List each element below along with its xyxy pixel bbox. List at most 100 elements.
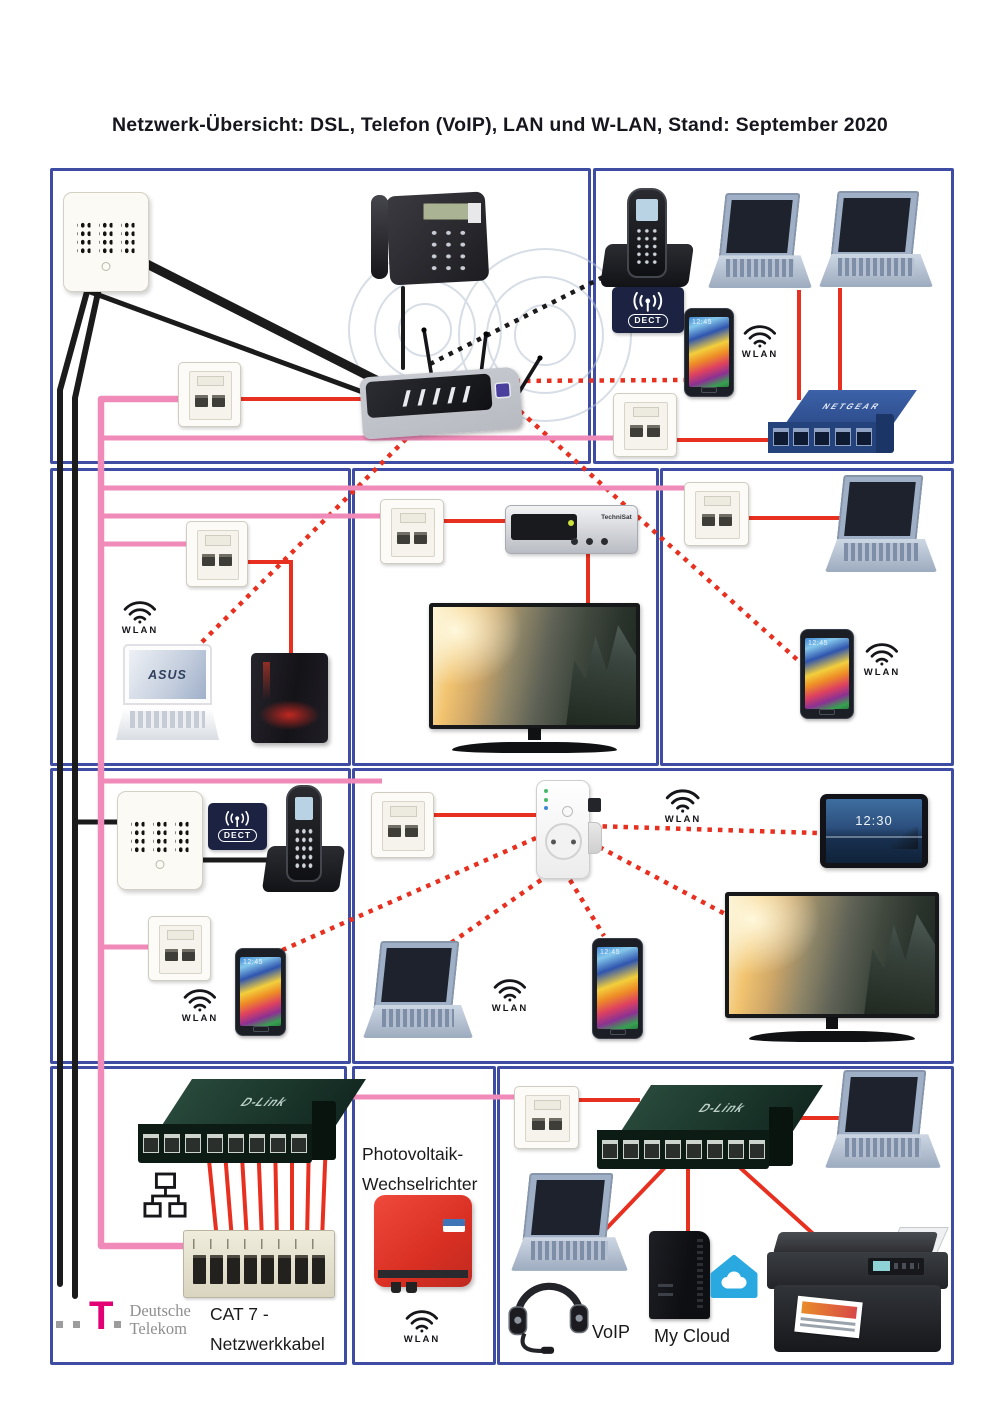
wlan-label: WLAN <box>741 349 779 361</box>
tv-screen <box>729 896 935 1014</box>
tae-screw <box>101 261 111 271</box>
wlan-indicator-phoneroom: WLAN <box>177 985 223 1030</box>
laptop-keyboard <box>825 538 937 572</box>
dect-cordless-phone-1 <box>599 188 695 290</box>
laptop-screen <box>718 193 800 259</box>
tae-wall-socket-main <box>63 192 149 292</box>
inverter-bottom-strip <box>377 1270 469 1278</box>
laptop-keyboard <box>708 255 812 289</box>
receiver-buttons <box>571 538 609 546</box>
netbook-keyboard <box>116 708 219 740</box>
printer-output-sheet <box>794 1295 863 1339</box>
wlan-indicator-repeater: WLAN <box>659 785 707 832</box>
repeater-body <box>536 780 590 879</box>
rj45-ports <box>397 531 427 544</box>
mycloud-label: My Cloud <box>654 1326 731 1346</box>
wifi-icon <box>183 989 217 1013</box>
analog-desk-phone <box>371 190 490 289</box>
netbook-screen: ASUS <box>123 644 212 706</box>
lan-wall-socket-voip <box>514 1086 579 1149</box>
dlink-switch-voip: D-Link <box>597 1085 823 1169</box>
laptop-keyboard <box>363 1004 473 1038</box>
network-topology-icon <box>143 1172 187 1220</box>
solar-inverter <box>374 1195 472 1294</box>
wlan-dsl-router <box>358 320 548 440</box>
desk-phone-display <box>423 202 476 220</box>
tv-frame <box>429 603 640 729</box>
dlink-side <box>769 1106 793 1166</box>
patch-panel <box>183 1230 335 1298</box>
printer-control-panel <box>868 1257 925 1275</box>
phone-clock: 12:45 <box>808 640 829 647</box>
laptop-voip-2 <box>511 1173 628 1275</box>
rj45-ports <box>701 514 732 527</box>
telekom-t-icon: T <box>89 1294 114 1338</box>
tae-screw <box>155 859 165 869</box>
photovoltaik-label: Photovoltaik- Wechselrichter <box>362 1144 478 1194</box>
wlan-label: WLAN <box>403 1334 441 1346</box>
dect-label: DECT <box>628 314 668 328</box>
cat7-cable-label: CAT 7 - Netzwerkkabel <box>210 1304 325 1354</box>
netgear-label: NETGEAR <box>785 390 917 423</box>
inverter-connector <box>390 1282 402 1294</box>
voip-headset <box>504 1260 594 1357</box>
lan-wall-socket-office <box>613 393 677 457</box>
patch-panel-numbers <box>193 1238 325 1250</box>
netgear-switch: NETGEAR <box>768 390 917 453</box>
rj45-ports <box>630 425 660 438</box>
smartphone-repeater-room: 12:45 <box>592 938 643 1039</box>
rj45-ports <box>194 394 225 407</box>
dlink-side <box>312 1100 336 1160</box>
laptop-office-2 <box>819 191 933 291</box>
dlink-ports <box>597 1129 770 1169</box>
rj45-ports <box>202 554 232 567</box>
laptop-room5 <box>825 475 937 576</box>
asus-netbook: ASUS <box>116 644 219 740</box>
tv-livingroom <box>429 603 640 753</box>
wlan-label: WLAN <box>863 667 901 679</box>
wifi-icon <box>123 601 157 625</box>
printer-buttons <box>894 1263 920 1270</box>
telekom-dots <box>56 1321 80 1328</box>
tv-screen <box>433 607 636 725</box>
voip-label: VoIP <box>592 1322 631 1342</box>
repeater-wall-plug <box>588 822 602 854</box>
patch-panel-ports <box>193 1254 325 1284</box>
android-tablet: 12:30 <box>820 794 928 868</box>
dect-cordless-phone-2 <box>262 785 346 895</box>
tae-ports <box>77 220 135 255</box>
tv-stand <box>452 741 617 753</box>
laptop-keyboard <box>511 1237 628 1271</box>
tablet-clock: 12:30 <box>855 813 893 829</box>
repeater-power-socket <box>545 823 582 860</box>
epson-printer <box>767 1227 949 1356</box>
tv-stand <box>748 1030 916 1042</box>
dect-antenna-icon <box>633 292 663 313</box>
repeater-leds <box>544 789 548 810</box>
router-body <box>359 366 523 440</box>
page-title: Netzwerk-Übersicht: DSL, Telefon (VoIP),… <box>112 114 888 136</box>
lan-wall-socket-workroom <box>186 521 248 587</box>
dect-handset <box>626 188 668 278</box>
dlink-label: D-Link <box>237 1095 291 1110</box>
dlink-label: D-Link <box>695 1101 748 1116</box>
tv-repeater-room <box>725 892 939 1042</box>
printer-scanner-lid <box>772 1232 939 1255</box>
gaming-pc-tower <box>251 653 328 743</box>
tablet-wallpaper-pier <box>891 827 919 849</box>
wlan-label: WLAN <box>181 1013 219 1025</box>
repeater-button <box>562 806 573 817</box>
wlan-indicator-repeater-2: WLAN <box>487 975 533 1020</box>
laptop-office-1 <box>708 193 812 292</box>
laptop-screen <box>836 475 924 542</box>
desk-phone-handset <box>371 194 389 280</box>
receiver-front-slot <box>511 514 577 540</box>
wlan-repeater-powerline <box>536 780 602 880</box>
wlan-indicator-inverter: WLAN <box>399 1306 445 1351</box>
desk-phone-keypad <box>426 226 470 275</box>
smartphone-office: 12:45 <box>684 308 734 397</box>
receiver-led <box>567 520 574 527</box>
rj45-ports <box>387 825 418 838</box>
tablet-screen: 12:30 <box>826 799 922 863</box>
